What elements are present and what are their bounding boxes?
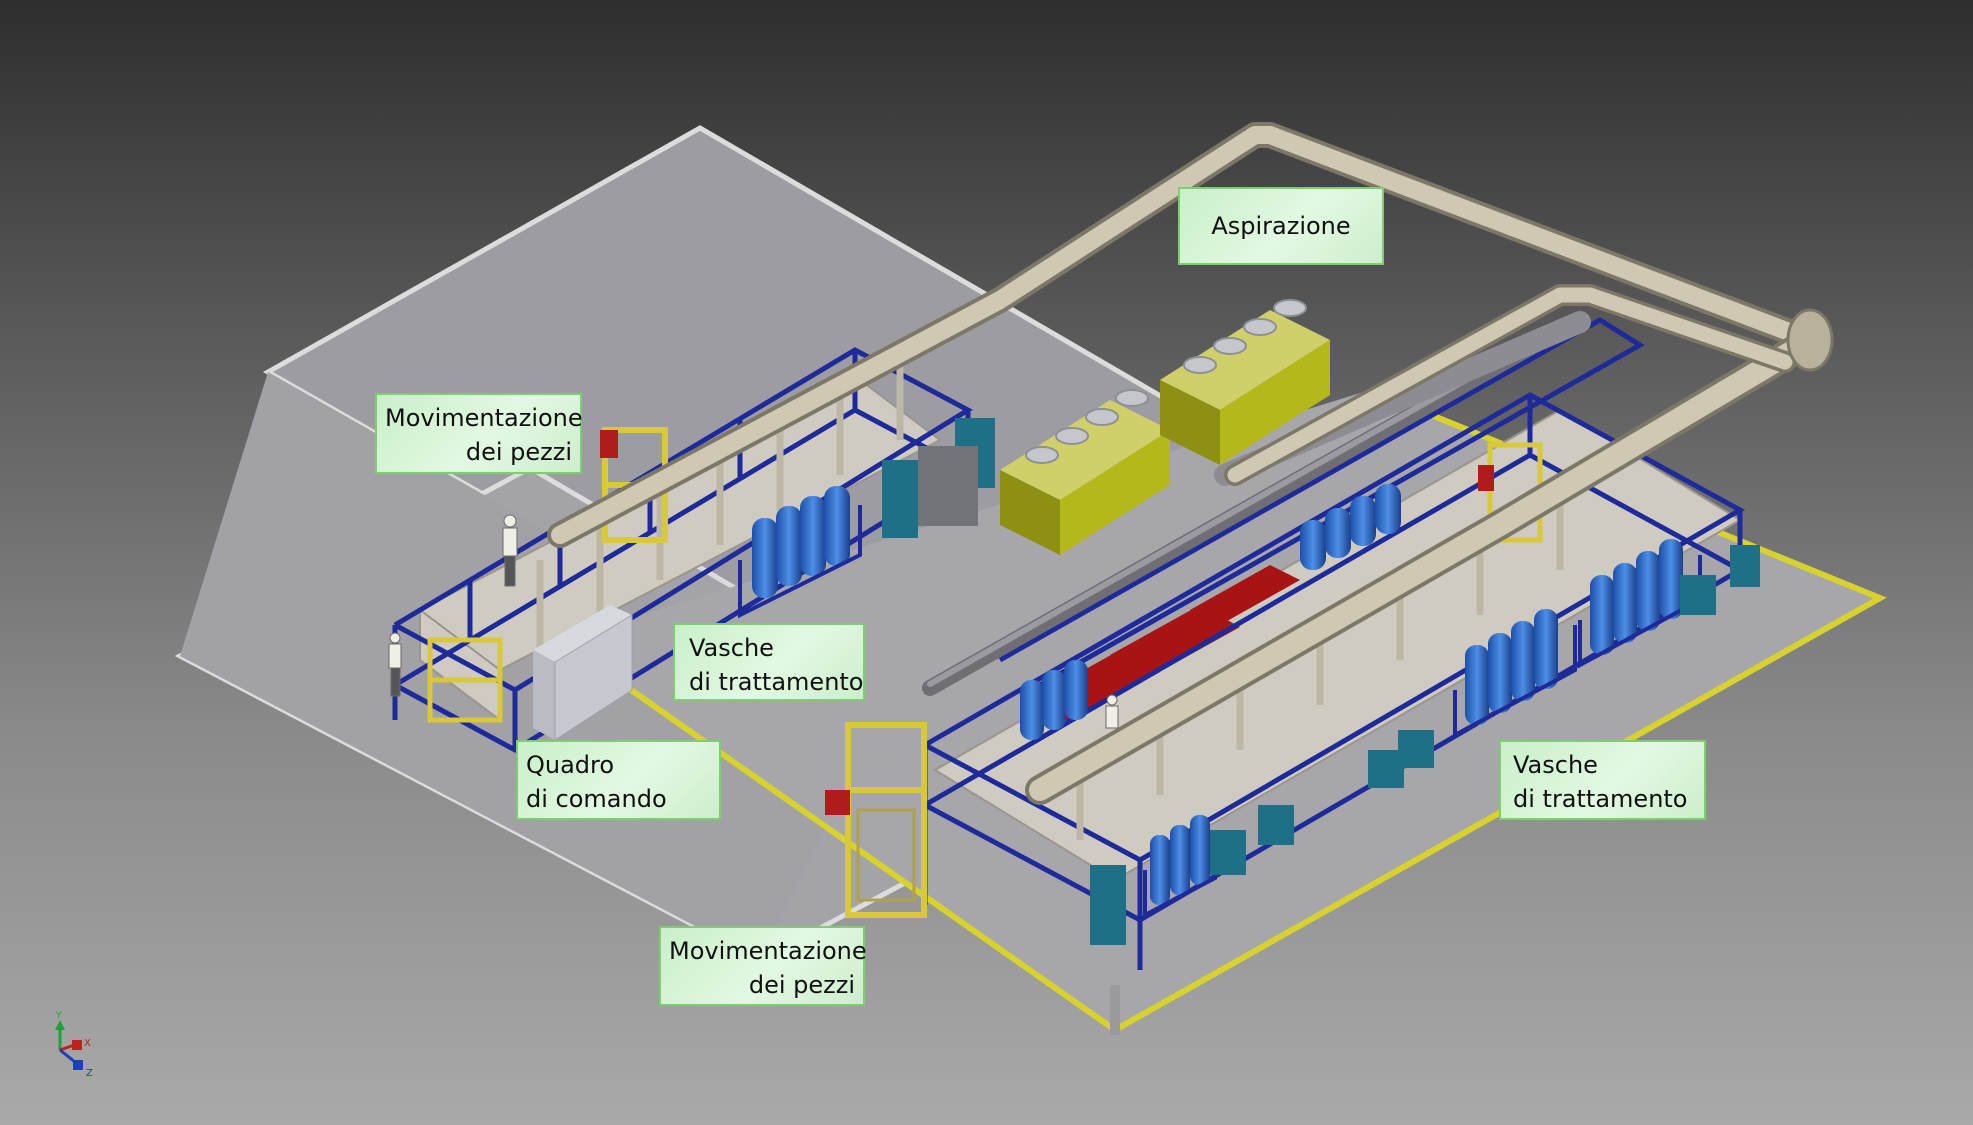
teal-units: [1090, 545, 1760, 945]
label-vasche-left-line2: di trattamento: [689, 668, 864, 696]
exhaust-ducts: [547, 122, 1834, 805]
label-movimentazione-bottom-line2: dei pezzi: [748, 971, 855, 999]
label-aspirazione: Aspirazione: [1178, 187, 1384, 265]
axis-y-label: Y: [55, 1011, 62, 1021]
label-movimentazione-bottom-line1: Movimentazione: [669, 937, 867, 965]
exhaust-scrubbers: [1000, 299, 1330, 555]
label-movimentazione-bottom: Movimentazione dei pezzi: [659, 926, 867, 1006]
label-vasche-left-line1: Vasche: [689, 634, 774, 662]
axis-z-label: Z: [86, 1068, 93, 1079]
front-hoist: [845, 722, 927, 918]
right-tanks: [1020, 484, 1683, 905]
right-treatment-line: [825, 317, 1760, 970]
label-vasche-left: Vasche di trattamento: [673, 623, 865, 701]
label-quadro-line2: di comando: [526, 785, 667, 813]
label-aspirazione-text: Aspirazione: [1211, 212, 1351, 240]
label-quadro: Quadro di comando: [516, 740, 721, 820]
axis-x-label: X: [84, 1038, 91, 1049]
label-vasche-right-line1: Vasche: [1513, 751, 1598, 779]
left-tanks: [752, 486, 850, 598]
operator-figures: [388, 514, 1119, 729]
label-movimentazione-top-line1: Movimentazione: [385, 404, 583, 432]
label-quadro-line1: Quadro: [526, 751, 615, 779]
label-movimentazione-top: Movimentazione dei pezzi: [375, 393, 583, 474]
label-vasche-right: Vasche di trattamento: [1499, 740, 1706, 820]
label-vasche-right-line2: di trattamento: [1513, 785, 1688, 813]
label-movimentazione-top-line2: dei pezzi: [465, 438, 572, 466]
control-cabinet: [533, 605, 633, 741]
axis-triad: Y X Z: [55, 1011, 93, 1079]
